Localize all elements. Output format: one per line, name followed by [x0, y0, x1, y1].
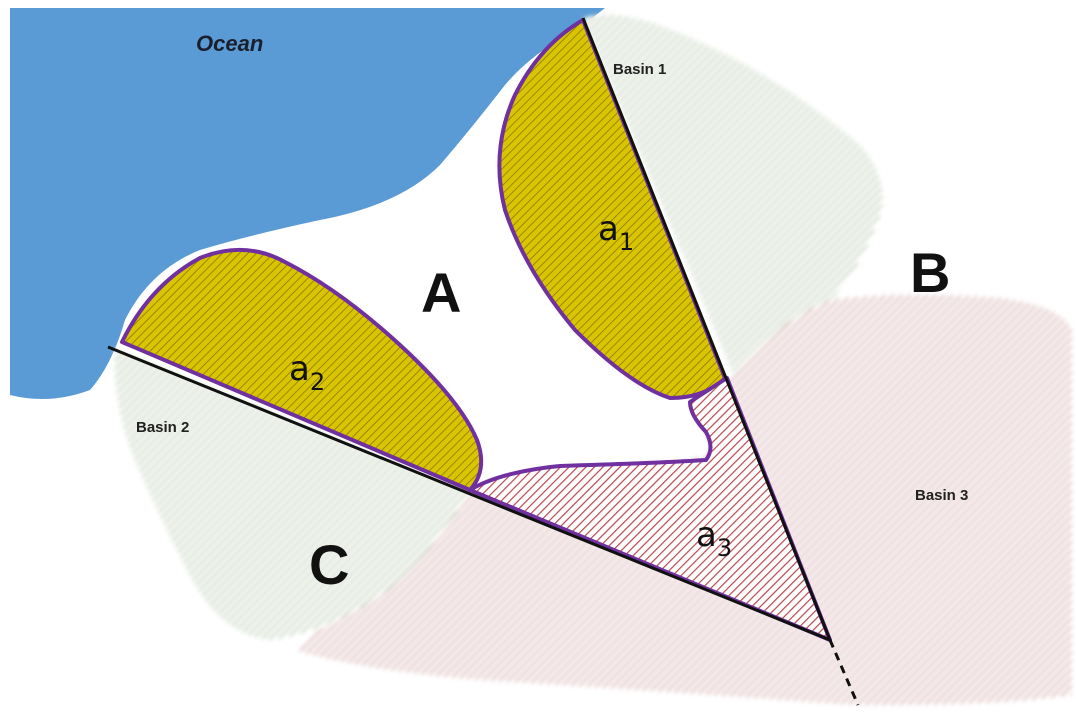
ocean-shape	[10, 8, 605, 399]
area-a2-sub: 2	[310, 368, 325, 396]
subarea-a1	[497, 18, 727, 400]
area-a1-sub: 1	[619, 228, 634, 256]
area-a3-label: a3	[696, 515, 732, 562]
subarea-a2	[120, 248, 484, 492]
region-a-label: A	[421, 261, 461, 324]
basin-3-label: Basin 3	[915, 487, 968, 504]
divide-line-1-dashed	[828, 639, 860, 706]
area-a2-label: a2	[289, 349, 325, 396]
region-b-label: B	[910, 241, 950, 304]
area-a3-sub: 3	[717, 534, 732, 562]
area-a2-base: a	[289, 349, 310, 389]
basin-2-shape	[114, 348, 471, 640]
divide-line-1	[581, 17, 832, 641]
basin-1-label: Basin 1	[613, 61, 666, 78]
ocean-label: Ocean	[196, 31, 263, 56]
region-c-label: C	[309, 533, 349, 596]
area-a1-base: a	[598, 209, 619, 249]
area-a3-base: a	[696, 515, 717, 555]
area-a1-label: a1	[598, 209, 634, 256]
subarea-a3	[468, 376, 832, 642]
divide-line-2	[107, 345, 831, 642]
basin-2-label: Basin 2	[136, 419, 189, 436]
basin-1-shape	[583, 14, 883, 379]
